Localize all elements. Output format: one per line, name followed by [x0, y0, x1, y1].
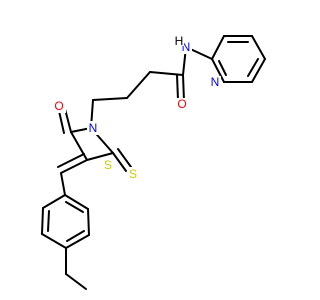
bond [149, 71, 184, 76]
bond [58, 110, 65, 134]
label-background [87, 121, 99, 135]
bond [47, 210, 50, 232]
ring-sulfur-text: S [104, 158, 112, 172]
bond [251, 35, 266, 60]
bond [64, 194, 89, 210]
pyridine-nitrogen-label: N [209, 75, 221, 89]
amide-oxygen-text: O [177, 97, 186, 111]
bond [60, 159, 88, 174]
ring-nitrogen-label: N [87, 121, 99, 135]
bond [41, 233, 67, 249]
atom-label-layer: N H N O N O S S [52, 34, 221, 181]
bond-layer [41, 35, 266, 290]
label-background [209, 76, 221, 89]
bond [65, 201, 84, 213]
ring-oxygen-text: O [54, 99, 63, 113]
bond [70, 131, 88, 161]
label-background [175, 98, 189, 112]
thione-sulfur-label: S [127, 167, 139, 181]
bond [66, 230, 85, 242]
pyridine-nitrogen-text: N [211, 75, 220, 89]
bond [65, 234, 90, 249]
bond [60, 172, 66, 196]
ring-nitrogen-text: N [89, 121, 98, 135]
nh-hydrogen-text: H [175, 34, 184, 48]
ring-oxygen-label: O [52, 99, 66, 113]
thione-sulfur-text: S [129, 167, 137, 181]
ring-sulfur-label: S [102, 158, 114, 172]
bond [218, 60, 227, 76]
bond [112, 152, 127, 172]
label-background [102, 158, 114, 172]
bond [126, 71, 151, 99]
bond [92, 97, 128, 101]
nh-nitrogen-text: N [182, 40, 191, 54]
amide-oxygen-label: O [175, 97, 189, 112]
structure-canvas: N H N O N O S S [41, 34, 266, 290]
bond [251, 58, 266, 83]
bond [42, 194, 66, 209]
label-background [52, 99, 66, 113]
bond [211, 58, 225, 83]
label-background [127, 167, 139, 181]
bond [57, 153, 85, 168]
bond [87, 208, 90, 236]
bond [41, 207, 44, 235]
bond [182, 74, 185, 102]
bond [211, 35, 225, 60]
label-background [174, 34, 184, 46]
bond [117, 148, 132, 168]
bond [176, 74, 179, 101]
bond [86, 152, 114, 161]
nh-hydrogen-label: H [174, 34, 184, 48]
molecule-structure: N H N O N O S S [41, 34, 266, 290]
bond [65, 273, 87, 290]
bond [247, 58, 259, 77]
